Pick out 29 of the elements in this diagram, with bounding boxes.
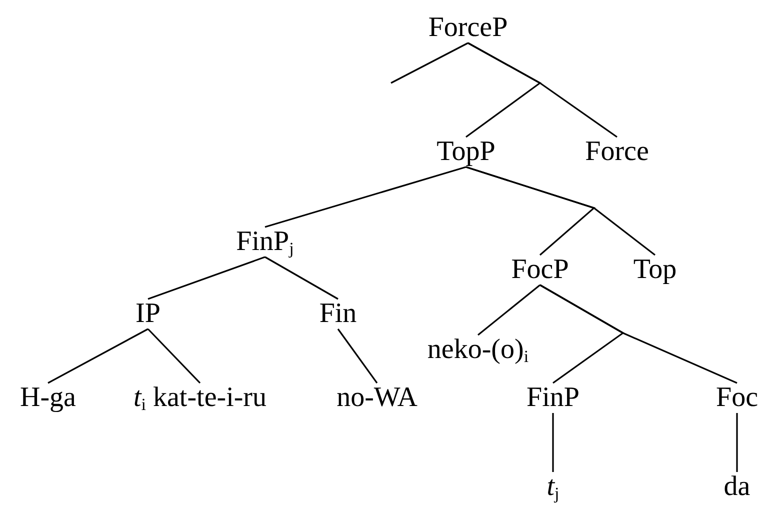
tree-label: FinP$_{j}$	[236, 227, 294, 257]
tree-label: Fin	[319, 299, 357, 329]
tree-branch	[736, 413, 738, 472]
tree-branch	[264, 256, 338, 300]
tree-label: TopP	[436, 137, 496, 167]
tree-branch	[552, 413, 554, 472]
tree-label: Force	[585, 137, 649, 167]
tree-label: da	[724, 472, 750, 502]
tree-label: t$_{i}$ kat-te-i-ru	[134, 383, 266, 413]
tree-label: Top	[633, 255, 677, 285]
tree-label: Foc	[716, 383, 758, 413]
tree-branch	[148, 256, 266, 300]
tree-branch	[466, 166, 656, 256]
tree-label: IP	[136, 299, 160, 329]
tree-label: neko-(o)$_{i}$	[427, 335, 529, 365]
tree-branch	[264, 166, 466, 228]
tree-label: no-WA	[336, 383, 418, 413]
tree-branch	[390, 42, 468, 84]
tree-branch	[540, 284, 738, 384]
tree-branch	[147, 328, 201, 384]
tree-label: ForceP	[428, 13, 508, 43]
tree-label: t$_{j}$	[546, 472, 560, 502]
tree-label: FocP	[511, 255, 569, 285]
tree-branch	[468, 42, 618, 138]
tree-label: FinP	[526, 383, 580, 413]
tree-branch	[478, 284, 540, 336]
tree-branch	[337, 328, 378, 384]
tree-label: H-ga	[20, 383, 76, 413]
tree-branch	[48, 328, 148, 384]
